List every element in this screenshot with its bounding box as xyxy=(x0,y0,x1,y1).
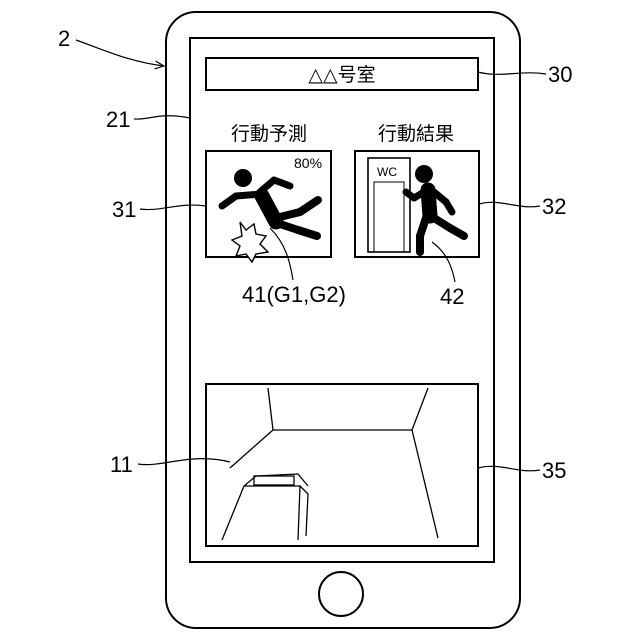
ref-room-bar: 30 xyxy=(548,62,572,87)
ref-camera: 11 xyxy=(110,452,133,477)
ref-device: 2 xyxy=(58,26,70,51)
ref-camera-panel: 35 xyxy=(542,458,566,483)
ref-result-panel: 32 xyxy=(542,194,566,219)
ref-prediction-icon: 41(G1,G2) xyxy=(242,282,346,307)
camera-view-panel xyxy=(206,384,478,546)
door-sign: WC xyxy=(377,165,397,179)
room-title: △△号室 xyxy=(308,64,375,86)
prediction-heading: 行動予測 xyxy=(231,123,307,145)
leader-device xyxy=(76,40,164,66)
result-heading: 行動結果 xyxy=(378,123,454,145)
ref-screen: 21 xyxy=(106,107,130,132)
prediction-probability: 80% xyxy=(294,155,322,171)
ref-result-icon: 42 xyxy=(440,284,464,309)
ref-prediction-panel: 31 xyxy=(112,197,136,222)
home-button[interactable] xyxy=(319,572,363,616)
